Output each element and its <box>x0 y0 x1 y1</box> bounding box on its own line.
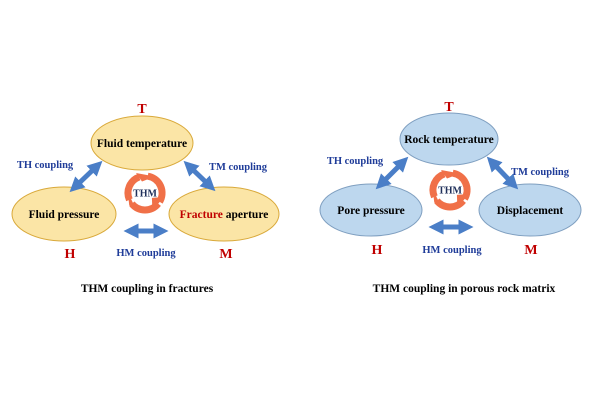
fracture-diagram: T Fluid temperature Fluid pressure Fract… <box>11 102 280 295</box>
fracture-right-node-label: Fracture aperture <box>180 209 269 221</box>
fracture-corner-t: T <box>137 102 147 117</box>
matrix-diagram: T Rock temperature Pore pressure Displac… <box>319 100 582 295</box>
matrix-tm-arrow <box>486 156 519 190</box>
fracture-top-node <box>90 115 194 171</box>
matrix-right-node-label: Displacement <box>497 205 564 217</box>
matrix-th-arrow <box>375 156 409 190</box>
matrix-left-node-label: Pore pressure <box>337 205 404 217</box>
matrix-right-node <box>478 183 582 237</box>
matrix-right-node-rest: Displacement <box>497 205 564 217</box>
matrix-cycle-arc-2 <box>432 188 466 211</box>
matrix-cycle-arc-3 <box>429 170 460 199</box>
fracture-corner-h: H <box>65 247 76 262</box>
matrix-top-node <box>399 112 499 166</box>
fracture-tm-coupling-label: TM coupling <box>209 162 268 173</box>
matrix-caption: THM coupling in porous rock matrix <box>373 283 556 295</box>
matrix-center-label: THM <box>438 186 462 197</box>
matrix-thm-cycle-icon: THM <box>429 169 471 211</box>
matrix-left-node <box>319 183 423 237</box>
matrix-hm-coupling-label: HM coupling <box>422 245 482 256</box>
fracture-right-node <box>168 186 280 242</box>
matrix-corner-h: H <box>372 243 383 258</box>
fracture-right-node-highlight: Fracture <box>180 209 223 221</box>
fracture-center-label: THM <box>133 189 157 200</box>
matrix-th-coupling-label: TH coupling <box>327 156 384 167</box>
fracture-left-node <box>11 186 117 242</box>
fracture-tm-arrow <box>183 160 216 192</box>
matrix-corner-t: T <box>444 100 454 115</box>
fracture-thm-cycle-icon: THM <box>124 172 166 214</box>
fracture-cycle-arc-3 <box>124 173 155 202</box>
fracture-corner-m: M <box>219 247 232 262</box>
fracture-th-coupling-label: TH coupling <box>17 160 74 171</box>
fracture-top-node-label: Fluid temperature <box>97 138 187 150</box>
matrix-top-node-label: Rock temperature <box>404 134 494 146</box>
fracture-caption: THM coupling in fractures <box>81 283 214 295</box>
fracture-hm-coupling-label: HM coupling <box>116 248 176 259</box>
fracture-right-node-rest: aperture <box>223 209 268 221</box>
matrix-corner-m: M <box>524 243 537 258</box>
fracture-left-node-label: Fluid pressure <box>29 209 100 221</box>
matrix-tm-coupling-label: TM coupling <box>511 167 570 178</box>
fracture-th-arrow <box>69 160 103 193</box>
